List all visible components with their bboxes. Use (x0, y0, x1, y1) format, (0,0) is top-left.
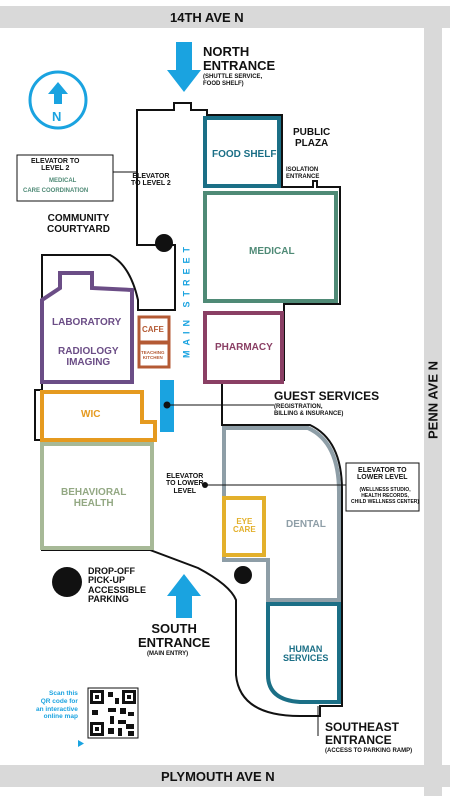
north-entrance-title: NORTH ENTRANCE (203, 44, 276, 73)
road-penn-ave (424, 6, 442, 796)
wic-label: WIC (81, 409, 101, 420)
elevator-l2-label: ELEVATOR TO LEVEL 2 (131, 173, 171, 188)
cafe-room (137, 315, 171, 344)
elevator-l2-callout-line2: CARE COORDINATION (23, 188, 89, 194)
pharmacy-label: PHARMACY (215, 342, 273, 353)
food-shelf-room (203, 116, 281, 188)
elevator-lower-callout-title: ELEVATOR TO LOWER LEVEL (357, 467, 408, 482)
behavioral-health-label: BEHAVIORAL HEALTH (61, 487, 127, 509)
elevator-lower-callout-box (345, 462, 420, 512)
accessible-parking-label: DROP-OFF PICK-UP ACCESSIBLE PARKING (88, 566, 147, 605)
south-entrance-sub: (MAIN ENTRY) (147, 651, 189, 657)
southeast-entrance-title: SOUTHEAST ENTRANCE (325, 720, 400, 747)
southeast-entrance-sub: (ACCESS TO PARKING RAMP) (325, 748, 413, 754)
public-plaza-label: PUBLIC PLAZA (293, 127, 331, 149)
cafe-label: CAFE (142, 325, 164, 334)
medical-label: MEDICAL (249, 246, 295, 257)
elevator-l2-callout-line1: MEDICAL (49, 178, 77, 184)
main-street-label: MAIN STREET (181, 241, 192, 359)
radiology-label: RADIOLOGY IMAGING (58, 346, 119, 368)
elevator-lower-callout-sub: (WELLNESS STUDIO, HEALTH RECORDS, CHILD … (351, 487, 420, 505)
restroom-icon (155, 234, 173, 252)
community-courtyard-label: COMMUNITY COURTYARD (47, 213, 110, 235)
pharmacy-room (203, 311, 284, 384)
street-label-north: 14TH AVE N (170, 10, 244, 25)
road-plymouth-ave (0, 765, 450, 787)
dental-label: DENTAL (286, 519, 326, 530)
human-services-label: HUMAN SERVICES (283, 644, 329, 664)
north-entrance-arrow (167, 42, 201, 92)
eye-care-room (222, 496, 266, 557)
medical-room (203, 191, 338, 303)
road-14th-ave (0, 6, 450, 28)
teaching-kitchen-label: TEACHING KITCHEN (141, 350, 165, 361)
north-entrance-sub: (SHUTTLE SERVICE, FOOD SHELF) (203, 74, 263, 88)
south-entrance-title: SOUTH ENTRANCE (138, 621, 211, 650)
street-label-south: PLYMOUTH AVE N (161, 769, 275, 784)
compass-label: N (52, 109, 62, 124)
guest-services-sub: (REGISTRATION, BILLING & INSURANCE) (274, 404, 344, 418)
restroom-icon-south (234, 566, 252, 584)
teaching-kitchen-room (137, 341, 171, 369)
wic-room (40, 390, 157, 442)
building-outline (34, 102, 343, 717)
behavioral-health-room (40, 442, 154, 550)
qr-caption: Scan this QR code for an interactive onl… (36, 690, 78, 721)
guest-services-title: GUEST SERVICES (274, 389, 380, 403)
isolation-entrance-label: ISOLATION ENTRANCE (286, 167, 320, 181)
human-services-room (266, 602, 341, 704)
laboratory-label: LABORATORY (52, 317, 122, 328)
eye-care-label: EYE CARE (233, 517, 256, 535)
south-entrance-arrow (167, 574, 201, 618)
elevator-lower-label: ELEVATOR TO LOWER LEVEL (166, 473, 204, 495)
elevator-l2-callout-box (16, 154, 114, 202)
laboratory-room (40, 271, 134, 384)
food-shelf-label: FOOD SHELF (212, 149, 277, 160)
qr-pointer-icon (78, 740, 84, 747)
accessible-icon (52, 567, 82, 597)
elevator-l2-callout-title: ELEVATOR TO LEVEL 2 (31, 158, 80, 173)
